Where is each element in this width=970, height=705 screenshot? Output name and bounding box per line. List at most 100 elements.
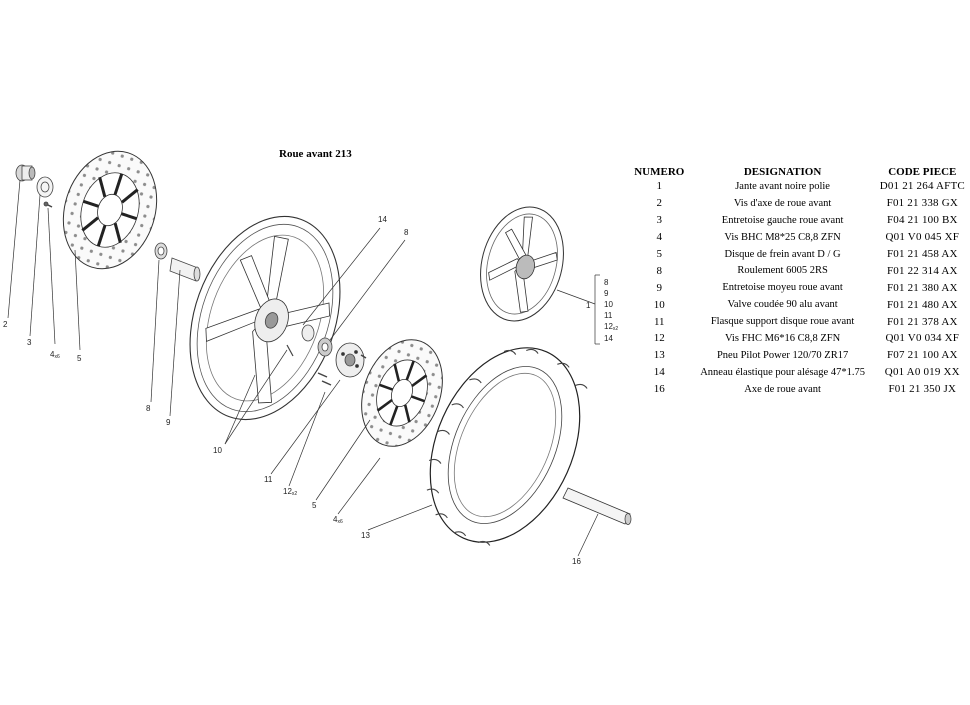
row-number: 3 bbox=[656, 214, 663, 227]
callout-2: 2 bbox=[3, 320, 8, 329]
callout-16: 16 bbox=[572, 557, 581, 566]
disc-flange-part bbox=[335, 342, 365, 378]
row-code: Q01 A0 019 XX bbox=[884, 366, 960, 379]
row-code: F01 22 314 AX bbox=[886, 264, 958, 277]
row-designation: Entretoise gauche roue avant bbox=[721, 214, 844, 226]
row-number: 8 bbox=[656, 264, 663, 277]
assembled-wheel-thumbnail bbox=[480, 206, 564, 322]
row-code: F01 21 338 GX bbox=[886, 197, 958, 210]
row-code: F01 21 380 AX bbox=[886, 281, 958, 294]
row-code: F01 21 378 AX bbox=[886, 315, 958, 328]
table-row: 9 Entretoise moyeu roue avant F01 21 380 A… bbox=[628, 279, 970, 296]
row-designation: Vis BHC M8*25 C8,8 ZFN bbox=[724, 231, 841, 243]
table-row: 5 Disque de frein avant D / G F01 21 458 A… bbox=[628, 246, 970, 263]
row-number: 13 bbox=[653, 349, 665, 362]
hub-spacer-part bbox=[169, 257, 201, 282]
table-row: 8 Roulement 6005 2RS F01 22 314 AX bbox=[628, 262, 970, 279]
row-number: 4 bbox=[656, 231, 663, 244]
row-designation: Pneu Pilot Power 120/70 ZR17 bbox=[716, 349, 849, 361]
callout-3: 3 bbox=[27, 338, 32, 347]
main-rim-part bbox=[189, 215, 341, 421]
callout-8-right: 8 bbox=[404, 228, 409, 237]
table-row: 14 Anneau élastique pour alésage 47*1.75 Q… bbox=[628, 364, 970, 381]
callout-5-left: 5 bbox=[77, 354, 82, 363]
table-row: 3 Entretoise gauche roue avant F04 21 100 … bbox=[628, 212, 970, 229]
row-number: 1 bbox=[656, 180, 663, 193]
right-bearing-part bbox=[317, 337, 333, 357]
row-number: 12 bbox=[653, 332, 665, 345]
table-row: 4 Vis BHC M8*25 C8,8 ZFN Q01 V0 045 XF bbox=[628, 229, 970, 246]
tyre-part bbox=[426, 347, 588, 546]
row-code: F01 21 350 JX bbox=[888, 383, 957, 396]
row-designation: Entretoise moyeu roue avant bbox=[722, 282, 843, 294]
table-row: 11 Flasque support disque roue avant F01 2… bbox=[628, 313, 970, 330]
callout-8-left: 8 bbox=[146, 404, 151, 413]
row-number: 16 bbox=[653, 383, 665, 396]
callout-4-left: 4x6 bbox=[50, 350, 60, 360]
row-number: 11 bbox=[653, 315, 665, 328]
row-code: F01 21 480 AX bbox=[886, 298, 958, 311]
row-code: Q01 V0 034 XF bbox=[885, 332, 960, 345]
right-brake-disc-part bbox=[361, 339, 443, 447]
table-row: 13 Pneu Pilot Power 120/70 ZR17 F07 21 100… bbox=[628, 347, 970, 364]
header-designation: DESIGNATION bbox=[743, 166, 822, 178]
row-designation: Valve coudée 90 alu avant bbox=[727, 299, 838, 311]
row-number: 10 bbox=[653, 298, 665, 311]
circlip-part bbox=[301, 324, 315, 342]
inset-callout: 10 bbox=[604, 300, 613, 309]
table-row: 2 Vis d'axe de roue avant F01 21 338 GX bbox=[628, 195, 970, 212]
callout-leaders bbox=[7, 179, 600, 557]
row-number: 5 bbox=[656, 248, 663, 260]
left-bearing-part bbox=[154, 242, 168, 260]
row-code: F04 21 100 BX bbox=[886, 214, 958, 227]
parts-table-header: NUMERO DESIGNATION CODE PIECE bbox=[628, 160, 970, 178]
table-row: 16 Axe de roue avant F01 21 350 JX bbox=[628, 381, 970, 398]
table-row: 10 Valve coudée 90 alu avant F01 21 480 AX bbox=[628, 296, 970, 313]
row-code: F01 21 458 AX bbox=[886, 248, 958, 260]
parts-table: NUMERO DESIGNATION CODE PIECE 1 Jante ava… bbox=[628, 160, 970, 398]
row-code: Q01 V0 045 XF bbox=[885, 231, 960, 244]
callout-12: 12x2 bbox=[283, 487, 297, 497]
callout-14: 14 bbox=[378, 215, 387, 224]
inset-callout: 12x2 bbox=[604, 322, 618, 332]
inset-callout: 14 bbox=[604, 334, 613, 343]
valve-part bbox=[286, 344, 294, 357]
inset-callout: 9 bbox=[604, 289, 609, 298]
callout-11: 11 bbox=[264, 475, 273, 484]
row-code: F07 21 100 AX bbox=[886, 349, 958, 362]
inset-callout: 8 bbox=[604, 278, 609, 287]
callout-9: 9 bbox=[166, 418, 171, 427]
header-numero: NUMERO bbox=[634, 166, 685, 178]
disc-screw-part bbox=[43, 201, 53, 208]
table-row: 12 Vis FHC M6*16 C8,8 ZFN Q01 V0 034 XF bbox=[628, 330, 970, 347]
row-number: 14 bbox=[653, 366, 665, 379]
row-number: 2 bbox=[656, 197, 663, 210]
left-brake-disc-part bbox=[62, 150, 158, 270]
callout-1: 1 bbox=[586, 301, 591, 310]
right-disc-screw-part bbox=[360, 354, 367, 359]
flange-screw-part bbox=[317, 372, 332, 386]
row-designation: Flasque support disque roue avant bbox=[710, 316, 855, 328]
callout-13: 13 bbox=[361, 531, 370, 540]
callout-5-right: 5 bbox=[312, 501, 317, 510]
header-code-piece: CODE PIECE bbox=[888, 166, 957, 178]
row-designation: Jante avant noire polie bbox=[735, 180, 830, 192]
inset-callout-list: 8 9 10 11 12x2 14 bbox=[604, 278, 618, 343]
inset-callout: 11 bbox=[604, 311, 613, 320]
table-row: 1 Jante avant noire polie D01 21 264 AFTC bbox=[628, 178, 970, 195]
row-designation: Disque de frein avant D / G bbox=[724, 248, 841, 260]
callout-4-right: 4x6 bbox=[333, 515, 343, 525]
row-number: 9 bbox=[656, 281, 663, 294]
row-code: D01 21 264 AFTC bbox=[879, 180, 965, 193]
axle-screw-part bbox=[15, 164, 36, 182]
diagram-title: Roue avant 213 bbox=[279, 148, 352, 160]
row-designation: Roulement 6005 2RS bbox=[737, 265, 828, 277]
front-axle-part bbox=[562, 487, 632, 525]
row-designation: Anneau élastique pour alésage 47*1.75 bbox=[700, 366, 865, 378]
left-spacer-part bbox=[36, 176, 54, 198]
row-designation: Axe de roue avant bbox=[744, 383, 821, 395]
row-designation: Vis FHC M6*16 C8,8 ZFN bbox=[724, 332, 841, 344]
row-designation: Vis d'axe de roue avant bbox=[733, 197, 832, 209]
callout-10: 10 bbox=[213, 446, 222, 455]
